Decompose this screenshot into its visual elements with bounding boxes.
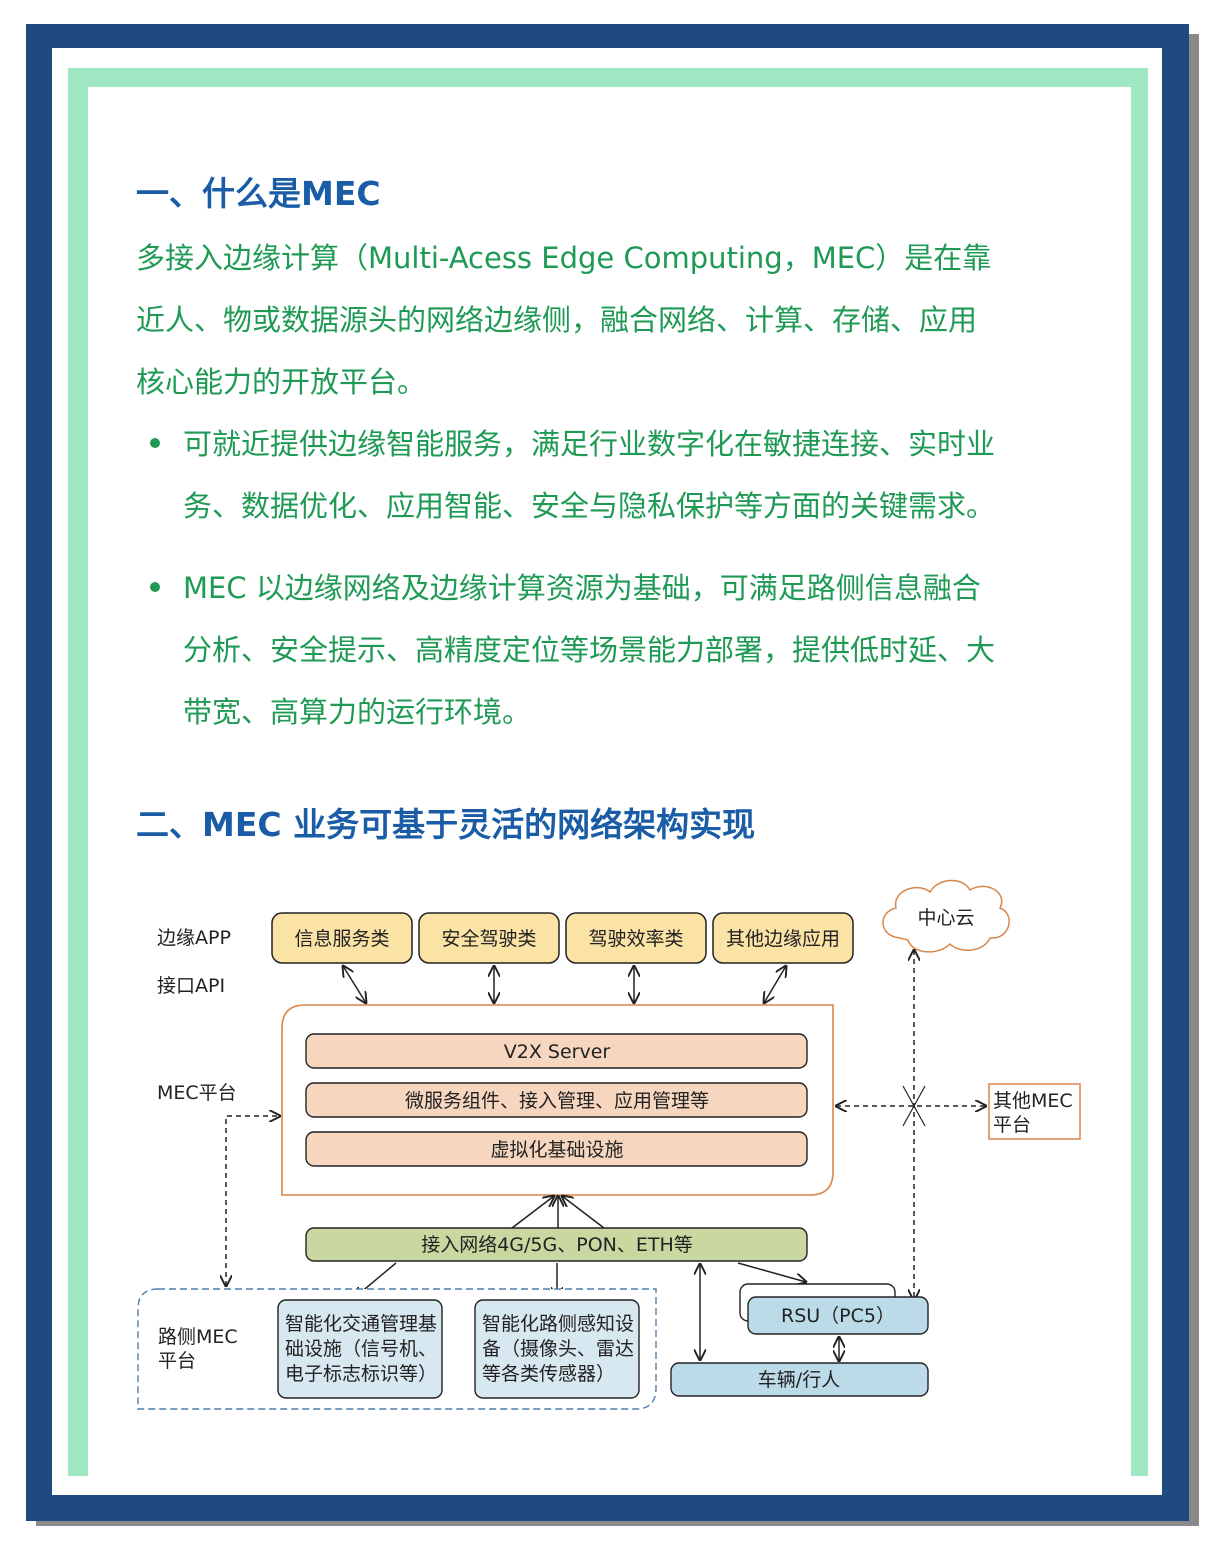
other-mec-label-1: 其他MEC (993, 1090, 1073, 1112)
arrow-app-other (764, 966, 786, 1003)
roadside-mec-label-2: 平台 (158, 1350, 196, 1372)
app-box-safety: 安全驾驶类 (418, 912, 560, 964)
edge-app-label: 边缘APP (157, 927, 231, 949)
app-label-info: 信息服务类 (294, 928, 389, 950)
vehicle-label: 车辆/行人 (758, 1369, 840, 1391)
intro-line-2: 近人、物或数据源头的网络边缘侧，融合网络、计算、存储、应用 (136, 303, 978, 337)
app-label-safety: 安全驾驶类 (441, 928, 536, 950)
other-mec-label-2: 平台 (993, 1114, 1031, 1136)
bullet-dot (150, 438, 160, 448)
roadside-mec-label-1: 路侧MEC (158, 1326, 238, 1348)
mec-platform-label: MEC平台 (157, 1082, 237, 1104)
layer-label-virtualization: 虚拟化基础设施 (490, 1139, 623, 1161)
traffic-infra-line-3: 电子标志标识等） (285, 1363, 437, 1385)
layer-label-microservices: 微服务组件、接入管理、应用管理等 (405, 1090, 709, 1112)
sensing-device-box: 智能化路侧感知设 备（摄像头、雷达 等各类传感器） (474, 1299, 640, 1399)
access-network-box: 接入网络4G/5G、PON、ETH等 (305, 1227, 808, 1262)
traffic-infra-line-1: 智能化交通管理基 (285, 1313, 437, 1335)
arrow-roadside-platform (226, 1116, 280, 1286)
access-network-label: 接入网络4G/5G、PON、ETH等 (421, 1234, 693, 1256)
layer-microservices: 微服务组件、接入管理、应用管理等 (305, 1082, 808, 1118)
layer-v2x-server: V2X Server (305, 1033, 808, 1069)
arrow-access-up (562, 1196, 605, 1229)
bullet-2-line-3: 带宽、高算力的运行环境。 (183, 695, 532, 729)
app-label-other: 其他边缘应用 (726, 928, 840, 950)
cloud-icon: 中心云 (882, 879, 1010, 953)
app-label-efficiency: 驾驶效率类 (588, 928, 683, 950)
bullet-dot (150, 582, 160, 592)
traffic-infra-box: 智能化交通管理基 础设施（信号机、 电子标志标识等） (277, 1299, 443, 1399)
layer-label-v2x: V2X Server (504, 1041, 611, 1063)
arrow-access-up (511, 1196, 554, 1229)
bullet-2-line-1: MEC 以边缘网络及边缘计算资源为基础，可满足路侧信息融合 (183, 571, 981, 605)
bullet-1-line-1: 可就近提供边缘智能服务，满足行业数字化在敏捷连接、实时业 (183, 427, 996, 461)
cloud-label: 中心云 (917, 907, 974, 929)
sensing-device-line-3: 等各类传感器） (482, 1363, 615, 1385)
app-box-efficiency: 驾驶效率类 (565, 912, 707, 964)
rsu-box: RSU（PC5） (739, 1283, 929, 1335)
other-mec-box: 其他MEC 平台 (988, 1083, 1081, 1140)
sensing-device-line-1: 智能化路侧感知设 (482, 1313, 634, 1335)
traffic-infra-line-2: 础设施（信号机、 (285, 1338, 437, 1360)
arrow-app-info (343, 966, 366, 1003)
rsu-label: RSU（PC5） (781, 1305, 895, 1327)
api-label: 接口API (157, 975, 225, 997)
bullet-2-line-2: 分析、安全提示、高精度定位等场景能力部署，提供低时延、大 (183, 633, 996, 667)
app-box-info: 信息服务类 (271, 912, 413, 964)
app-box-other: 其他边缘应用 (712, 912, 854, 964)
sensing-device-line-2: 备（摄像头、雷达 (482, 1338, 634, 1360)
vehicle-box: 车辆/行人 (670, 1362, 929, 1397)
section2-heading: 二、MEC 业务可基于灵活的网络架构实现 (136, 805, 756, 844)
bullet-1-line-2: 务、数据优化、应用智能、安全与隐私保护等方面的关键需求。 (183, 489, 996, 523)
intro-line-3: 核心能力的开放平台。 (136, 365, 427, 399)
section1-heading: 一、什么是MEC (136, 174, 381, 213)
arrow-to-rsu (737, 1262, 806, 1282)
intro-line-1: 多接入边缘计算（Multi-Acess Edge Computing，MEC）是… (136, 241, 992, 275)
layer-virtualization: 虚拟化基础设施 (305, 1131, 808, 1167)
